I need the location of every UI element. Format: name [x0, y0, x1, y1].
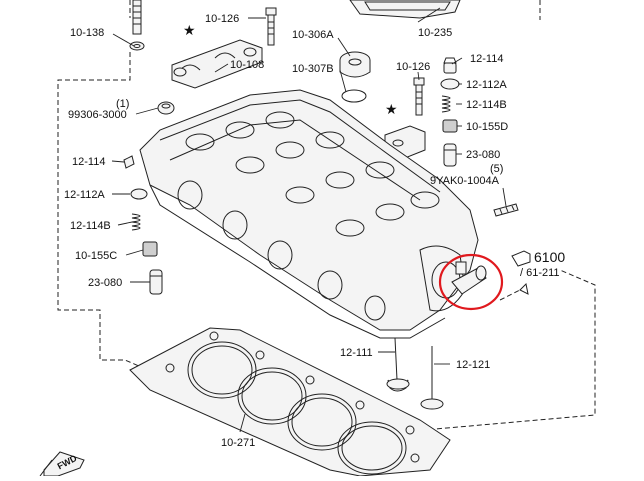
label-12-121: 12-121 [456, 359, 490, 371]
label-10-108: 10-108 [230, 59, 264, 71]
label-99306-3000: 99306-3000 [68, 109, 127, 121]
label-23-080-right: 23-080 [466, 149, 500, 161]
label-6100: 6100 [534, 249, 565, 265]
label-61-211: / 61-211 [520, 267, 560, 279]
stud-short [493, 203, 519, 217]
star-marker-1: ★ [183, 22, 196, 38]
label-12-114b-left: 12-114B [70, 220, 111, 232]
camshaft-cap [171, 39, 263, 89]
valve-intake [386, 337, 410, 392]
o-ring [341, 89, 367, 103]
label-12-114b-right: 12-114B [466, 99, 507, 111]
label-10-307b: 10-307B [292, 63, 334, 75]
valve-train-left [123, 155, 163, 295]
star-marker-2: ★ [385, 101, 398, 117]
cylinder-head [139, 89, 479, 339]
label-99306-qty: (1) [116, 98, 129, 110]
label-10-138: 10-138 [70, 27, 104, 39]
reference-arrow-6100 [499, 250, 531, 301]
label-10-235: 10-235 [418, 27, 452, 39]
head-gasket [129, 327, 451, 477]
label-10-155d: 10-155D [466, 121, 508, 133]
label-9yak-qty: (5) [490, 163, 503, 175]
assembly-boundary [57, 0, 596, 441]
label-9yak0-1004a: 9YAK0-1004A [430, 175, 500, 187]
label-10-126-top: 10-126 [205, 13, 239, 25]
highlight-circle [438, 253, 504, 311]
cap-bolt-top [265, 7, 277, 46]
leader-lines [111, 7, 507, 433]
stud-bolt [129, 0, 145, 51]
label-10-271: 10-271 [221, 437, 255, 449]
label-10-306a: 10-306A [292, 29, 334, 41]
cap-bolt-right [413, 77, 425, 116]
head-cover-fragment [349, 0, 461, 19]
water-outlet-fitting [451, 261, 487, 295]
label-10-155c: 10-155C [75, 250, 117, 262]
label-12-112a-right: 12-112A [466, 79, 507, 91]
label-12-112a-left: 12-112A [64, 189, 105, 201]
valve-train-right [440, 57, 460, 167]
plug [157, 101, 175, 115]
label-12-114-left: 12-114 [72, 156, 105, 168]
seal [339, 51, 371, 78]
label-10-126-right: 10-126 [396, 61, 430, 73]
valve-exhaust [420, 346, 444, 410]
label-12-114-right: 12-114 [470, 53, 503, 65]
label-23-080-left: 23-080 [88, 277, 122, 289]
label-12-111: 12-111 [340, 347, 373, 359]
